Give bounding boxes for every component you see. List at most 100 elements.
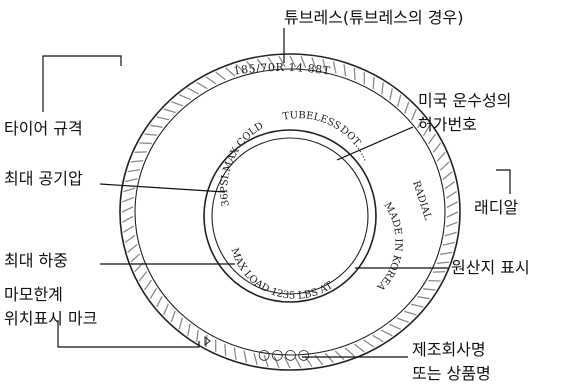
radial-marking: RADIAL: [410, 180, 433, 222]
maker-circles: ○○○○: [258, 347, 311, 363]
leader-max-pressure: [100, 184, 225, 192]
tread-block: [197, 82, 208, 88]
tread-block: [445, 232, 457, 236]
tread-block: [440, 162, 449, 170]
tire-outer-rim: [120, 54, 460, 370]
leader-tire-spec: [43, 56, 121, 112]
tread-block: [122, 207, 133, 212]
tread-block: [364, 340, 374, 347]
tread-block: [171, 311, 175, 322]
tread-block: [445, 182, 455, 189]
tire-spec-label: 타이어 규격: [4, 118, 83, 139]
tread-block: [179, 318, 182, 330]
tread-block: [188, 88, 199, 94]
tread-block: [150, 125, 162, 127]
tread-block: [398, 95, 401, 107]
max-load-marking: MAX LOAD 1235 LBS AT: [228, 247, 335, 302]
wear-label-line1: 마모한계: [4, 283, 97, 307]
tubeless-callout: 튜브레스(튜브레스의 경우): [284, 7, 464, 28]
wear-label-line2: 위치표시 마크: [4, 307, 97, 331]
tread-block: [325, 353, 333, 362]
tread-block: [128, 170, 140, 172]
tread-block: [188, 324, 190, 336]
tread-block: [157, 296, 163, 307]
tread-block: [216, 72, 226, 80]
tread-block: [437, 152, 445, 161]
tread-block: [125, 179, 137, 182]
max-cold-marking: 36PSI.MAX COLD: [219, 120, 265, 207]
tread-block: [344, 64, 346, 76]
dot-label-line1: 미국 운수성의: [418, 89, 511, 113]
tread-pattern: [122, 56, 458, 368]
leader-lines: [43, 28, 510, 357]
tread-block: [345, 348, 354, 356]
tread-block: [417, 297, 429, 299]
tread-block: [128, 245, 137, 253]
wear-indicator-mark: [205, 337, 210, 345]
tread-block: [139, 272, 147, 282]
tread-block: [164, 304, 169, 315]
tread-block: [446, 192, 456, 199]
maker-label-line1: 제조회사명: [412, 338, 491, 362]
tread-block: [123, 226, 133, 233]
tread-block: [381, 330, 392, 336]
tread-block: [171, 102, 183, 106]
max-load-label: 최대 하중: [4, 250, 68, 271]
tread-block: [234, 348, 236, 360]
dot-label-line2: 허가번호: [418, 113, 511, 137]
tread-block: [131, 254, 140, 262]
tread-block: [354, 68, 355, 80]
tread-block: [412, 109, 417, 120]
tread-block: [443, 172, 452, 180]
tread-block: [447, 212, 458, 217]
max-pressure-label: 최대 공기압: [4, 168, 83, 189]
made-in-marking: MADE IN KOREA: [374, 201, 404, 293]
tread-block: [443, 242, 455, 245]
tread-block: [423, 289, 435, 290]
tread-block: [373, 335, 384, 341]
tread-block: [145, 280, 152, 290]
maker-label-line2: 또는 상품명: [412, 362, 491, 386]
tubeless-marking: TUBELESS: [282, 110, 343, 132]
tread-block: [355, 344, 365, 352]
wear-limit-label: 마모한계 위치표시 마크: [4, 283, 97, 331]
tread-block: [150, 288, 156, 298]
tread-block: [157, 117, 169, 120]
dot-approval-label: 미국 운수성의 허가번호: [418, 89, 511, 137]
leader-radial: [496, 170, 510, 194]
tread-block: [447, 202, 458, 208]
maker-label: 제조회사명 또는 상품명: [412, 338, 491, 386]
tread-block: [206, 335, 207, 347]
tread-block: [197, 330, 199, 342]
tread-block: [225, 344, 226, 356]
radial-label: 래디알: [474, 197, 518, 218]
tread-block: [125, 235, 135, 242]
tread-block: [179, 95, 191, 100]
tread-block: [254, 353, 257, 365]
origin-label: 원산지 표시: [451, 257, 530, 278]
tread-block: [389, 324, 401, 329]
tread-block: [206, 77, 216, 84]
tread-block: [123, 188, 135, 192]
tread-block: [397, 318, 409, 322]
tread-block: [390, 88, 392, 100]
tread-block: [405, 102, 409, 113]
tread-block: [440, 252, 452, 254]
tread-block: [404, 311, 416, 315]
tread-block: [334, 61, 336, 73]
tread-block: [244, 351, 246, 363]
tread-block: [373, 77, 374, 89]
tread-block: [433, 143, 441, 153]
tread-block: [437, 262, 449, 263]
tread-block: [122, 216, 133, 222]
tread-block: [382, 82, 384, 94]
tread-block: [411, 304, 423, 307]
tire-size-marking: 185/70R 14 88T: [233, 61, 332, 78]
tread-block: [164, 109, 176, 113]
tread-block: [446, 222, 457, 226]
tread-block: [335, 351, 344, 360]
tread-block: [122, 198, 133, 202]
tread-block: [145, 134, 157, 135]
tread-block: [131, 161, 143, 162]
